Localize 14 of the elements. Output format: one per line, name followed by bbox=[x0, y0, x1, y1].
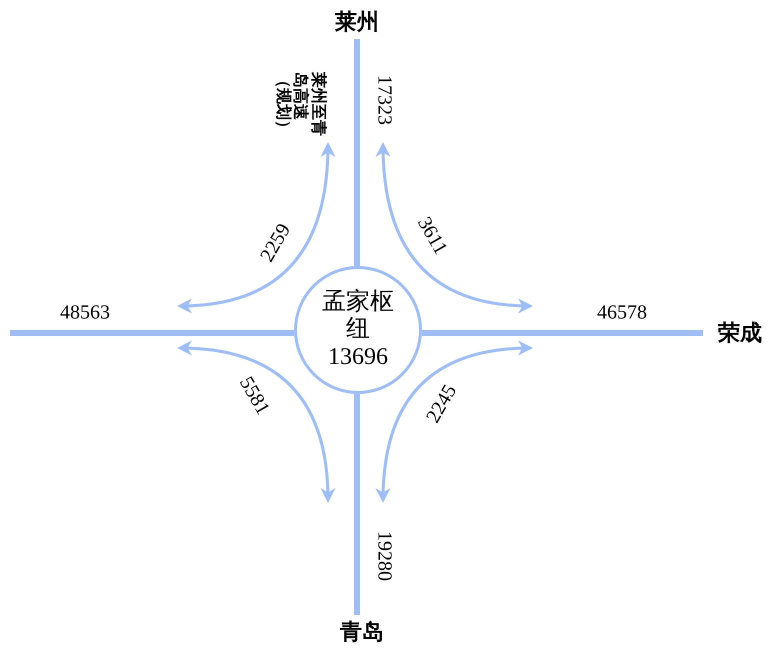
traffic-volume: 48563 bbox=[60, 302, 110, 324]
place-name: 荣成 bbox=[707, 318, 773, 348]
road-line bbox=[422, 330, 703, 336]
road-name: 莱州至青岛高速（规划） bbox=[274, 72, 326, 138]
place-name: 青岛 bbox=[327, 617, 397, 647]
road-line bbox=[354, 394, 360, 615]
road-line bbox=[10, 330, 294, 336]
road-line bbox=[354, 39, 360, 266]
traffic-volume: 46578 bbox=[597, 302, 647, 324]
place-name: 莱州 bbox=[322, 7, 392, 37]
traffic-volume: 13696 bbox=[328, 344, 388, 372]
traffic-volume: 17323 bbox=[372, 75, 396, 125]
junction-name: 孟家枢纽 bbox=[321, 288, 395, 344]
traffic-volume: 19280 bbox=[372, 531, 396, 581]
